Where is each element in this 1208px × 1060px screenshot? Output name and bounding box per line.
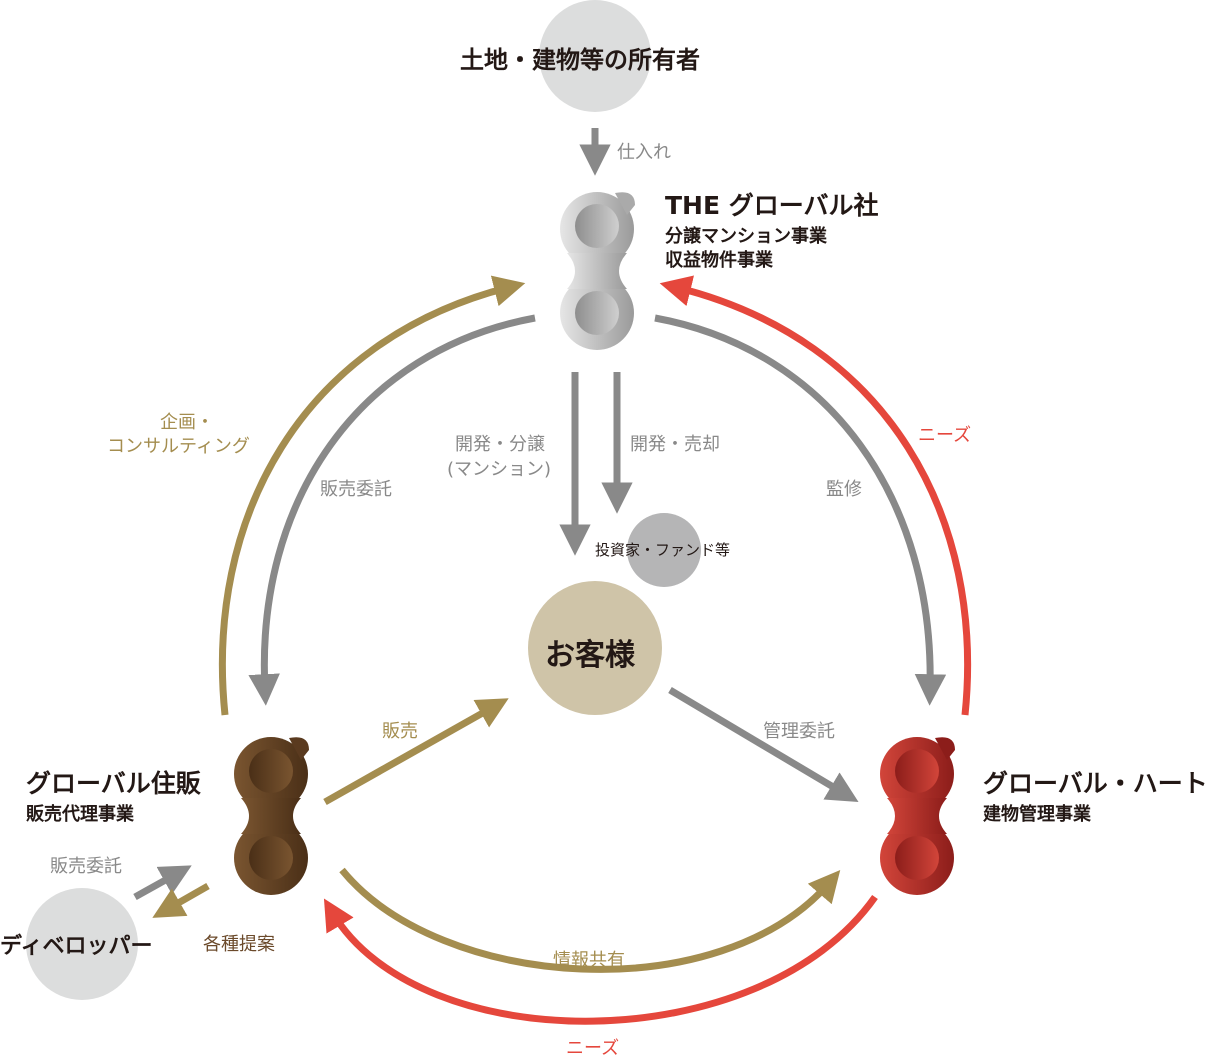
purchase-label: 仕入れ (617, 142, 671, 163)
dev-consign-label: 販売委託 (50, 856, 122, 877)
sales-label: 販売 (382, 721, 418, 742)
the-global-logo (560, 192, 635, 350)
developer-label: ディベロッパー (0, 934, 153, 959)
dev-consign-arrow (133, 865, 192, 901)
needs-bottom-arc (323, 894, 878, 1025)
develop-sale-label-2: (マンション) (447, 459, 552, 480)
needs-right-label: ニーズ (918, 425, 972, 446)
developer-circle (26, 888, 138, 1000)
investor-label: 投資家・ファンド等 (595, 541, 731, 559)
jyuhan-logo (234, 737, 309, 895)
investor-circle (627, 513, 701, 587)
sales-arrow (323, 698, 509, 806)
needs-bottom-label: ニーズ (566, 1038, 620, 1059)
the-global-business-1: 分譲マンション事業 (665, 226, 827, 247)
proposal-arrow (152, 882, 210, 918)
supervision-label: 監修 (826, 479, 862, 500)
sales-consign-arc (248, 314, 536, 706)
info-share-label: 情報共有 (553, 950, 625, 971)
consulting-arc (218, 275, 526, 716)
customer-circle (528, 581, 662, 715)
owner-label: 土地・建物等の所有者 (460, 46, 700, 74)
management-label: 管理委託 (763, 721, 835, 742)
the-global-business-2: 収益物件事業 (665, 250, 773, 271)
needs-right-arc (659, 275, 972, 716)
proposal-label: 各種提案 (203, 934, 275, 955)
consulting-label-2: コンサルティング (107, 436, 250, 457)
jyuhan-business: 販売代理事業 (26, 804, 134, 825)
sales-consign-label: 販売委託 (320, 479, 392, 500)
heart-name: グローバル・ハート (983, 769, 1208, 798)
develop-sell-label: 開発・売却 (630, 434, 720, 455)
owner-circle (539, 0, 651, 112)
develop-sale-label-1: 開発・分譲 (455, 434, 545, 455)
jyuhan-name: グローバル住販 (26, 769, 201, 798)
the-global-name: THE グローバル社 (665, 191, 879, 220)
heart-logo (880, 737, 955, 895)
customer-label: お客様 (545, 638, 635, 673)
heart-business: 建物管理事業 (983, 804, 1091, 825)
consulting-label-1: 企画・ (160, 412, 214, 433)
management-arrow (668, 686, 859, 803)
info-share-arc (339, 867, 841, 973)
supervision-arc (654, 314, 947, 706)
